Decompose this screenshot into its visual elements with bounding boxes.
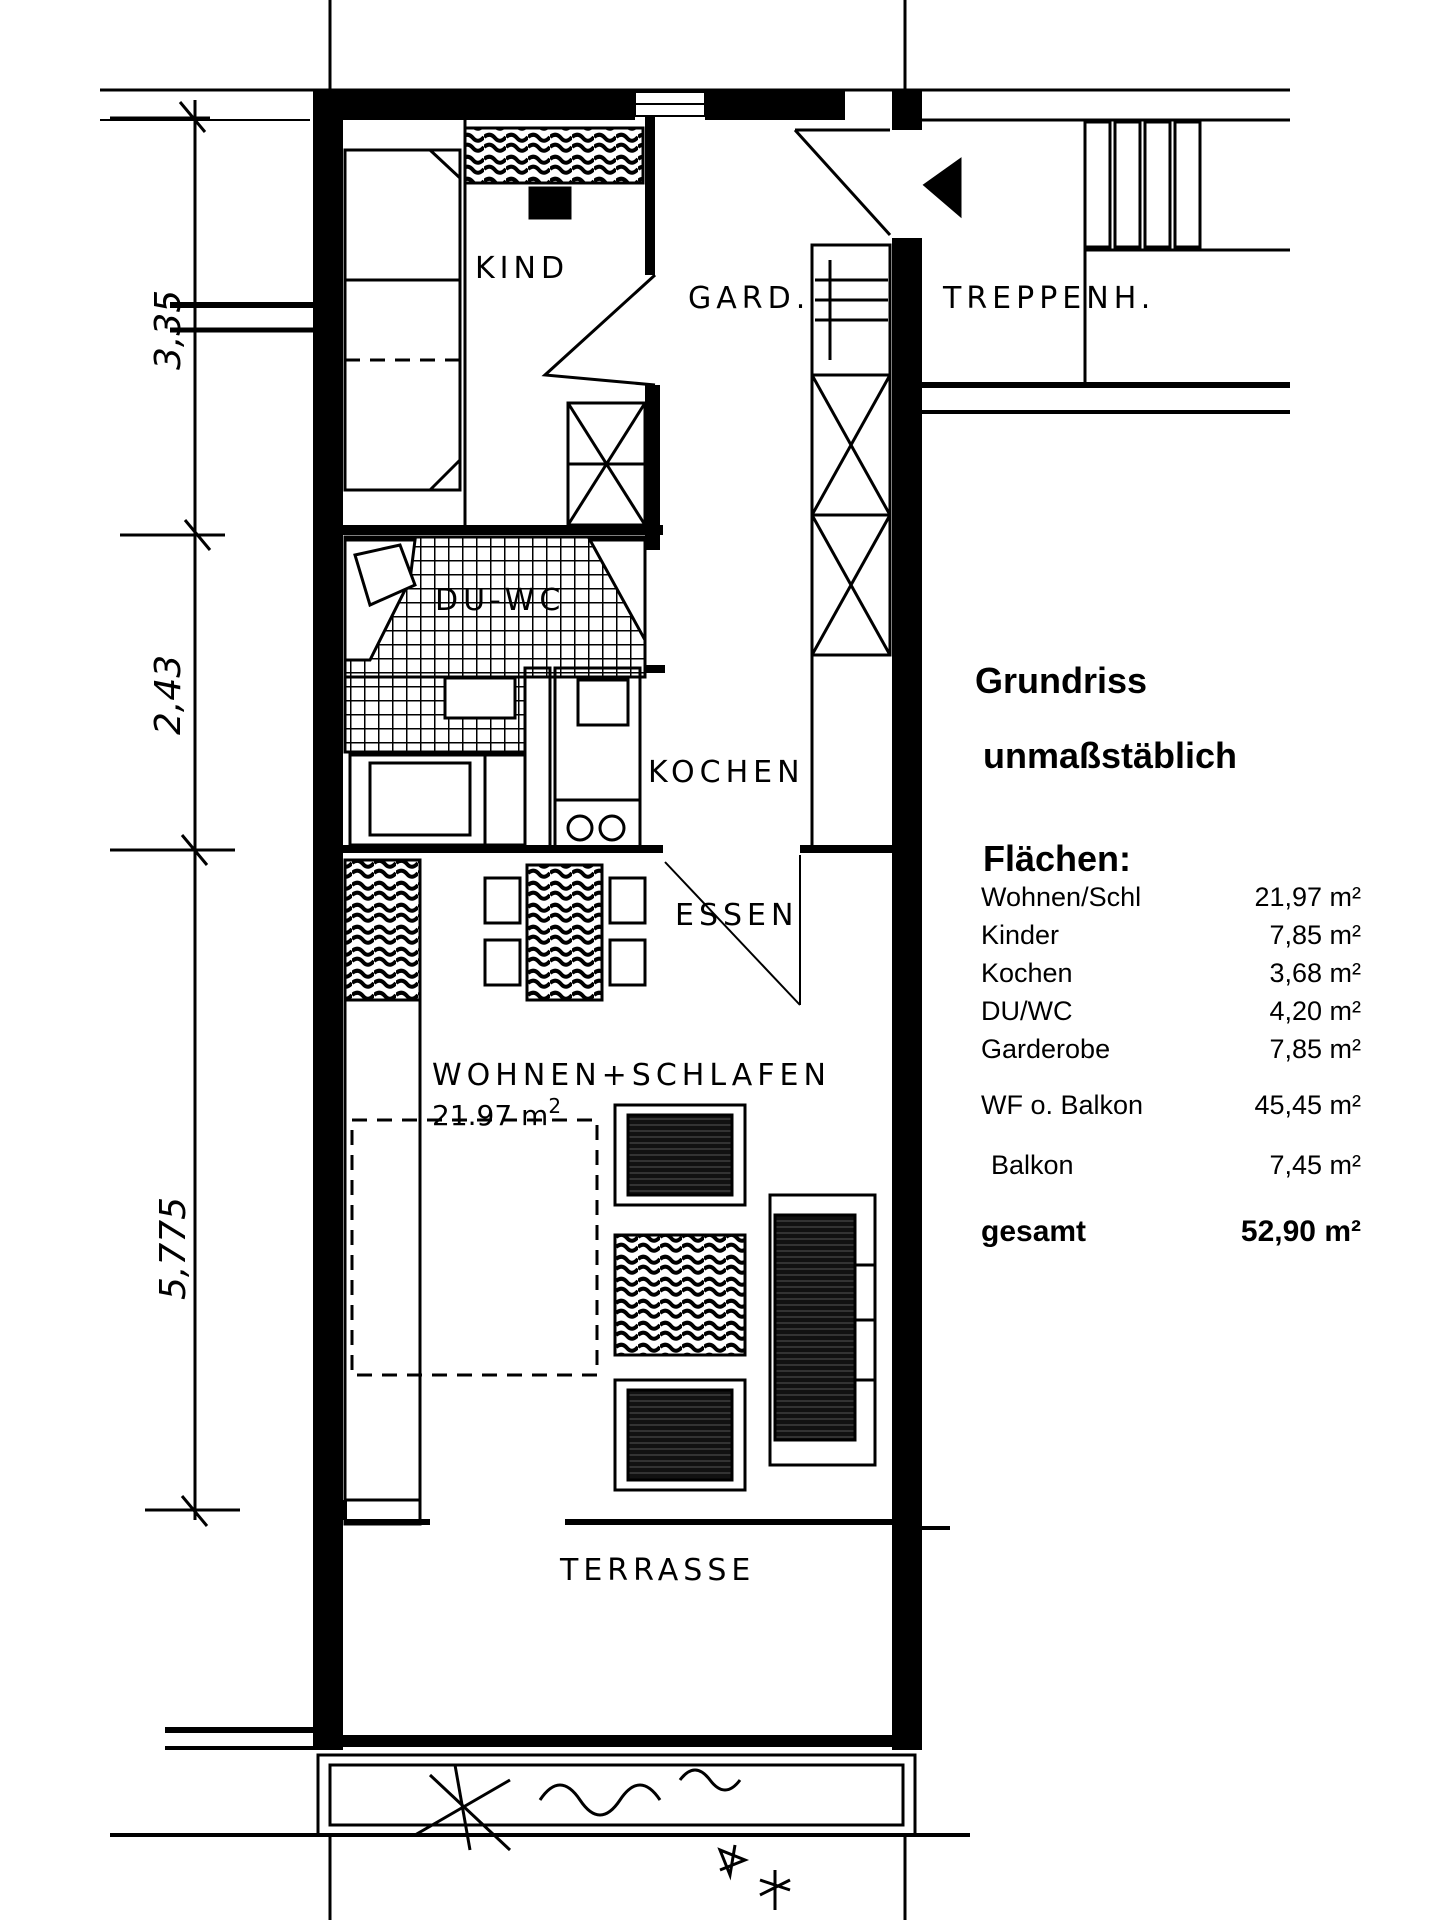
kind-furniture bbox=[343, 120, 645, 525]
legend-row: Kinder 7,85 m² bbox=[981, 920, 1361, 950]
legend-row-total: gesamt 52,90 m² bbox=[981, 1215, 1361, 1248]
stairwell bbox=[922, 118, 1290, 385]
label-du-wc: DU-WC bbox=[435, 583, 565, 618]
legend-row: WF o. Balkon 45,45 m² bbox=[981, 1090, 1361, 1120]
dim-2: 2,43 bbox=[148, 655, 189, 735]
legend-areas-heading: Flächen: bbox=[983, 838, 1132, 879]
label-treppenhaus: TREPPENH. bbox=[942, 281, 1155, 316]
legend-row: DU/WC 4,20 m² bbox=[981, 996, 1361, 1026]
label-wohnen-area: 21.97 m2 bbox=[432, 1094, 561, 1132]
label-essen: ESSEN bbox=[675, 898, 798, 933]
legend-row: Kochen 3,68 m² bbox=[981, 958, 1361, 988]
dimension-labels: 3,35 2,43 5,775 bbox=[148, 290, 194, 1300]
legend-row: Garderobe 7,85 m² bbox=[981, 1034, 1361, 1064]
kitchen-fixtures bbox=[523, 666, 642, 850]
legend-title: Grundriss bbox=[975, 660, 1148, 701]
label-kind: KIND bbox=[475, 251, 569, 286]
room-labels: KIND GARD. TREPPENH. DU-WC KOCHEN ESSEN … bbox=[432, 251, 1155, 1588]
label-wohnen-schlafen: WOHNEN+SCHLAFEN bbox=[432, 1058, 831, 1093]
door-swing bbox=[664, 855, 801, 1006]
label-terrasse: TERRASSE bbox=[559, 1553, 755, 1588]
sofa-group bbox=[613, 1103, 877, 1492]
exterior-walls bbox=[313, 90, 922, 1750]
planter bbox=[316, 1753, 917, 1910]
dim-1: 3,35 bbox=[148, 290, 189, 370]
legend-row: Balkon 7,45 m² bbox=[991, 1150, 1361, 1180]
label-kochen: KOCHEN bbox=[648, 755, 805, 790]
dining-set bbox=[483, 863, 647, 1002]
legend-subtitle: unmaßstäblich bbox=[983, 735, 1238, 776]
dim-3: 5,775 bbox=[153, 1197, 194, 1300]
label-gard: GARD. bbox=[688, 281, 810, 316]
legend-row: Wohnen/Schl 21,97 m² bbox=[981, 882, 1361, 912]
bathroom bbox=[343, 535, 647, 847]
dimension-lines bbox=[110, 100, 240, 1527]
cabinets bbox=[566, 243, 892, 850]
windows bbox=[634, 91, 706, 117]
angled-walls bbox=[541, 128, 892, 387]
terrace-boundary bbox=[343, 1500, 950, 1530]
